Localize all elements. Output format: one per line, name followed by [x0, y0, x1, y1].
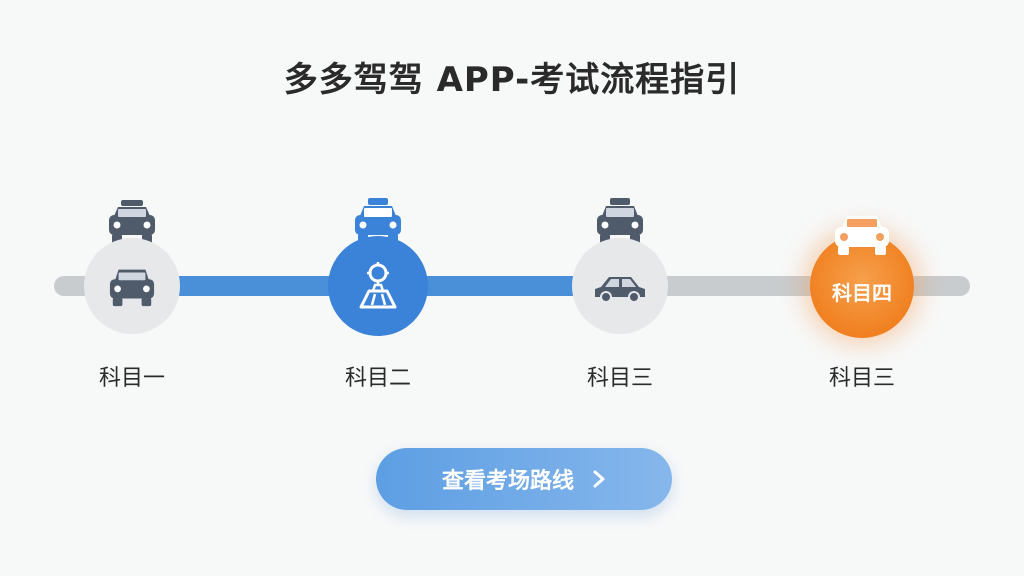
view-route-button-label: 查看考场路线 [441, 469, 574, 494]
car-side-icon [595, 277, 645, 303]
step-node [84, 238, 180, 334]
taxi-front-icon [355, 198, 401, 244]
step-label: 科目二 [344, 366, 411, 391]
step-node-active [328, 236, 428, 336]
chevron-right-icon [593, 470, 605, 488]
car-front-icon [109, 269, 155, 307]
step-label: 科目三 [828, 366, 895, 391]
step-node [572, 238, 668, 334]
route-map-icon [359, 262, 397, 309]
taxi-front-icon [597, 198, 643, 244]
car-front-icon [109, 200, 155, 244]
view-route-button[interactable]: 查看考场路线 [376, 448, 672, 510]
step-node-text: 科目四 [832, 280, 892, 305]
page-title: 多多驾驾 APP-考试流程指引 [283, 60, 741, 100]
step-label: 科目一 [98, 366, 165, 391]
step-label: 科目三 [586, 366, 653, 391]
car-front-icon [835, 216, 889, 255]
step-node-highlight: 科目四 [810, 234, 914, 338]
